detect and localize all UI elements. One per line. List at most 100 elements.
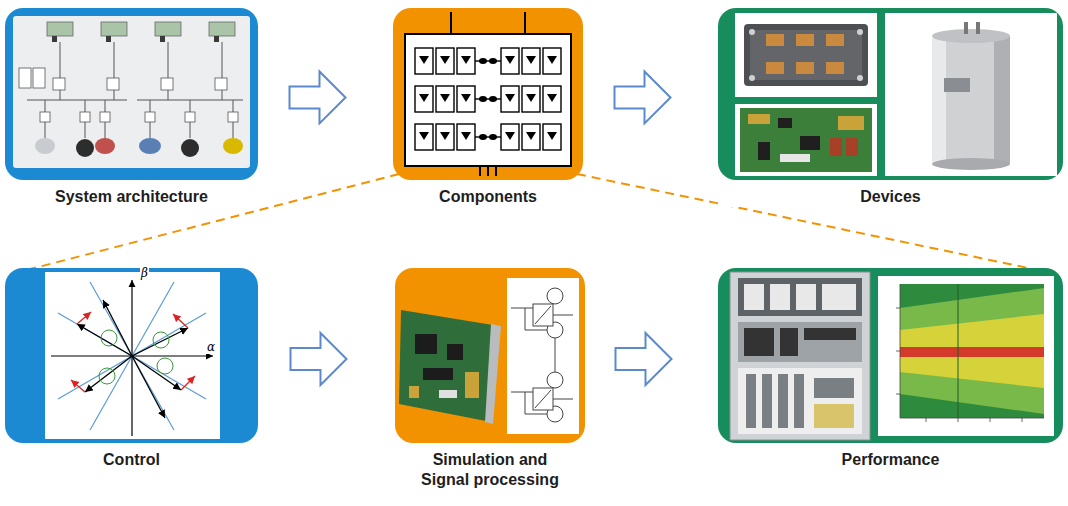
panel-box: System architecture	[5, 8, 258, 180]
devices-illustration-part	[846, 138, 858, 156]
converter-illustration-part	[522, 48, 540, 74]
test-bench-illustration-part	[746, 374, 756, 428]
devices-illustration-part	[826, 62, 844, 74]
vector-diagram-part	[132, 356, 181, 390]
devices-illustration-part	[766, 34, 784, 46]
test-bench-illustration-part	[796, 284, 816, 310]
grid-illustration-part	[27, 42, 243, 138]
devices-illustration-part	[857, 29, 863, 35]
test-bench-illustration-part	[878, 276, 1054, 436]
converter-illustration-part	[436, 48, 454, 74]
devices-illustration-part	[800, 136, 820, 150]
grid-illustration-part	[100, 112, 110, 122]
converter-illustration-part	[461, 94, 471, 102]
test-bench-illustration-part	[770, 284, 790, 310]
test-bench-illustration-part	[822, 284, 856, 310]
board-illustration-part	[525, 392, 526, 414]
grid-illustration-part	[107, 78, 119, 90]
converter-illustration-part	[457, 48, 475, 74]
converter-illustration-part	[543, 86, 561, 112]
board-illustration-part	[525, 330, 547, 331]
grid-illustration-part	[27, 100, 127, 101]
grid-illustration-part	[47, 22, 235, 36]
vector-diagram-part	[181, 376, 195, 390]
test-bench-illustration-part	[744, 284, 856, 310]
board-illustration-part	[415, 334, 437, 354]
board-illustration-part	[533, 388, 553, 410]
converter-illustration-part	[440, 56, 450, 64]
block-arrow	[615, 71, 671, 123]
test-bench-illustration-part	[780, 328, 798, 356]
test-bench-illustration-part	[738, 322, 862, 362]
board-illustration-part	[533, 288, 563, 422]
board-illustration-part	[533, 304, 553, 326]
grid-illustration-part	[13, 16, 250, 168]
vector-diagram-part	[45, 272, 220, 439]
panel-caption: Simulation and Signal processing	[415, 450, 565, 490]
vector-diagram-part	[77, 300, 188, 418]
panel-box: Control	[5, 268, 258, 443]
grid-illustration-part	[106, 36, 111, 42]
test-bench-illustration-part	[900, 284, 1044, 418]
grid-illustration-part	[161, 78, 173, 90]
devices-illustration-part	[780, 154, 810, 162]
devices-illustration-part	[780, 154, 810, 162]
vector-diagram-part	[101, 330, 117, 346]
devices-illustration-part	[749, 29, 755, 35]
grid-illustration-part	[139, 138, 161, 154]
grid-illustration-part	[155, 22, 181, 36]
vector-diagram-part	[153, 332, 169, 348]
grid-illustration-part	[95, 138, 115, 154]
converter-illustration-part	[495, 166, 497, 176]
board-illustration	[395, 268, 585, 443]
grid-illustration	[5, 8, 258, 180]
converter-illustration-part	[501, 124, 519, 150]
test-bench-illustration-part	[814, 404, 854, 428]
converter-illustration-part	[436, 124, 454, 150]
devices-illustration-part	[857, 75, 863, 81]
converter-illustration-part	[547, 132, 557, 140]
board-illustration-part	[465, 372, 479, 398]
devices-illustration-part	[932, 158, 1010, 170]
board-illustration-part	[553, 315, 573, 316]
converter-illustration-part	[457, 86, 475, 112]
board-illustration-part	[409, 372, 479, 398]
devices-illustration-part	[796, 34, 814, 46]
converter-illustration-part	[501, 48, 519, 74]
devices-illustration-part	[932, 36, 1010, 164]
devices-illustration-part	[735, 104, 877, 176]
grid-illustration-part	[19, 68, 31, 88]
grid-illustration-part	[209, 22, 235, 36]
test-bench-illustration-part	[794, 374, 804, 428]
axis-label: α	[206, 340, 216, 354]
converter-illustration-part	[526, 56, 536, 64]
test-bench-illustration-part	[744, 328, 856, 356]
devices-illustration-part	[766, 62, 784, 74]
grid-illustration-part	[114, 42, 115, 100]
test-bench-illustration-part	[778, 374, 788, 428]
converter-illustration-part	[415, 48, 433, 74]
test-bench-illustration-part	[896, 308, 900, 309]
test-bench-illustration-part	[744, 284, 764, 310]
grid-illustration-part	[33, 68, 45, 88]
board-illustration-part	[547, 288, 563, 304]
panel-caption: Control	[5, 450, 258, 470]
devices-illustration-part	[932, 29, 1010, 43]
devices-illustration-part	[749, 29, 863, 81]
converter-illustration-part	[405, 34, 571, 166]
converter-illustration-part	[505, 132, 515, 140]
test-bench-illustration-part	[990, 418, 991, 422]
devices-illustration-part	[830, 138, 842, 156]
grid-illustration-part	[101, 22, 127, 36]
test-bench-illustration-part	[900, 288, 1044, 414]
converter-illustration-part	[461, 132, 471, 140]
axis-label: β	[140, 266, 149, 280]
board-illustration-part	[399, 310, 499, 422]
devices-illustration-part	[750, 30, 862, 80]
devices-illustration-part	[748, 114, 864, 130]
grid-illustration-part	[76, 139, 94, 157]
panel-caption: Components	[393, 187, 583, 207]
vector-diagram-part	[132, 356, 165, 418]
board-illustration-part	[511, 308, 533, 309]
